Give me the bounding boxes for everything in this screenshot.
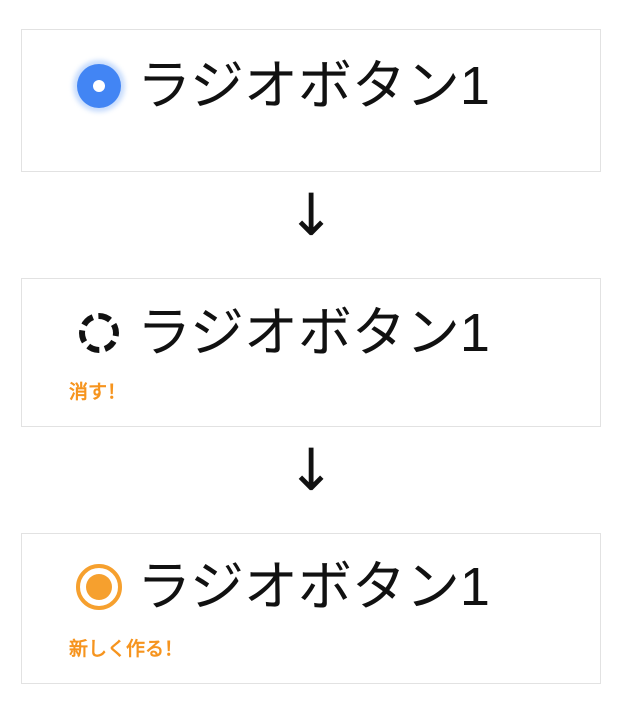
annotation-caption-create: 新しく作る！ <box>69 639 184 660</box>
radio-state-panel-selected: ラジオボタン1 <box>21 29 601 172</box>
annotation-caption-remove: 消す！ <box>69 382 127 403</box>
radio-row: ラジオボタン1 <box>71 58 490 114</box>
radio-state-panel-new: ラジオボタン1 新しく作る！ <box>21 533 601 684</box>
radio-label-text: ラジオボタン1 <box>137 303 490 363</box>
radio-label-text: ラジオボタン1 <box>137 56 490 116</box>
down-arrow-icon: ↓ <box>286 181 336 249</box>
radio-row: ラジオボタン1 <box>71 559 490 615</box>
radio-outer-ring <box>76 564 122 610</box>
radio-dashed-ring <box>79 313 119 353</box>
radio-state-panel-removed: ラジオボタン1 消す！ <box>21 278 601 427</box>
radio-row: ラジオボタン1 <box>71 305 490 361</box>
radio-dashed-outline-icon[interactable] <box>71 305 127 361</box>
down-arrow-icon: ↓ <box>286 436 336 504</box>
radio-inner-dot <box>86 574 112 600</box>
radio-filled-orange-icon[interactable] <box>71 559 127 615</box>
radio-label-text: ラジオボタン1 <box>137 557 490 617</box>
radio-filled-blue-icon[interactable] <box>71 58 127 114</box>
radio-center-dot <box>93 80 105 92</box>
